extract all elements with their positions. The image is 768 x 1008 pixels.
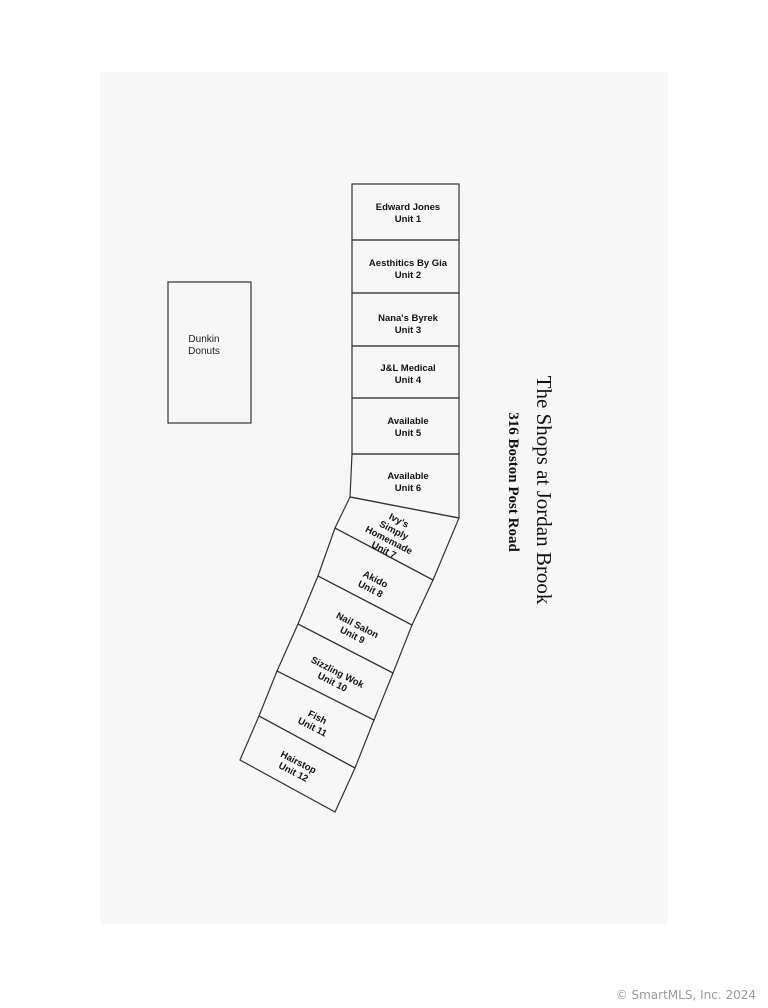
- dunkin-label-line2: Donuts: [188, 346, 220, 357]
- site-plan-sheet: [100, 72, 668, 924]
- unit-5-number: Unit 5: [395, 428, 422, 439]
- unit-3-number: Unit 3: [395, 325, 421, 336]
- unit-6-tenant: Available: [387, 471, 428, 482]
- unit-4-tenant: J&L Medical: [380, 363, 435, 374]
- copyright-watermark: © SmartMLS, Inc. 2024: [615, 988, 756, 1002]
- unit-4-number: Unit 4: [395, 375, 422, 386]
- dunkin-label-line1: Dunkin: [188, 334, 219, 345]
- unit-5-tenant: Available: [387, 416, 428, 427]
- unit-2-number: Unit 2: [395, 270, 421, 281]
- plaza-address: 316 Boston Post Road: [505, 412, 521, 552]
- unit-1-tenant: Edward Jones: [376, 202, 440, 213]
- dunkin-donuts-building: [167, 281, 252, 424]
- unit-3-tenant: Nana's Byrek: [378, 313, 439, 324]
- unit-1-number: Unit 1: [395, 214, 422, 225]
- unit-6-number: Unit 6: [395, 483, 421, 494]
- plaza-title: The Shops at Jordan Brook: [532, 376, 556, 605]
- unit-2-tenant: Aesthitics By Gia: [369, 258, 448, 269]
- unit-12-outline: [239, 715, 356, 813]
